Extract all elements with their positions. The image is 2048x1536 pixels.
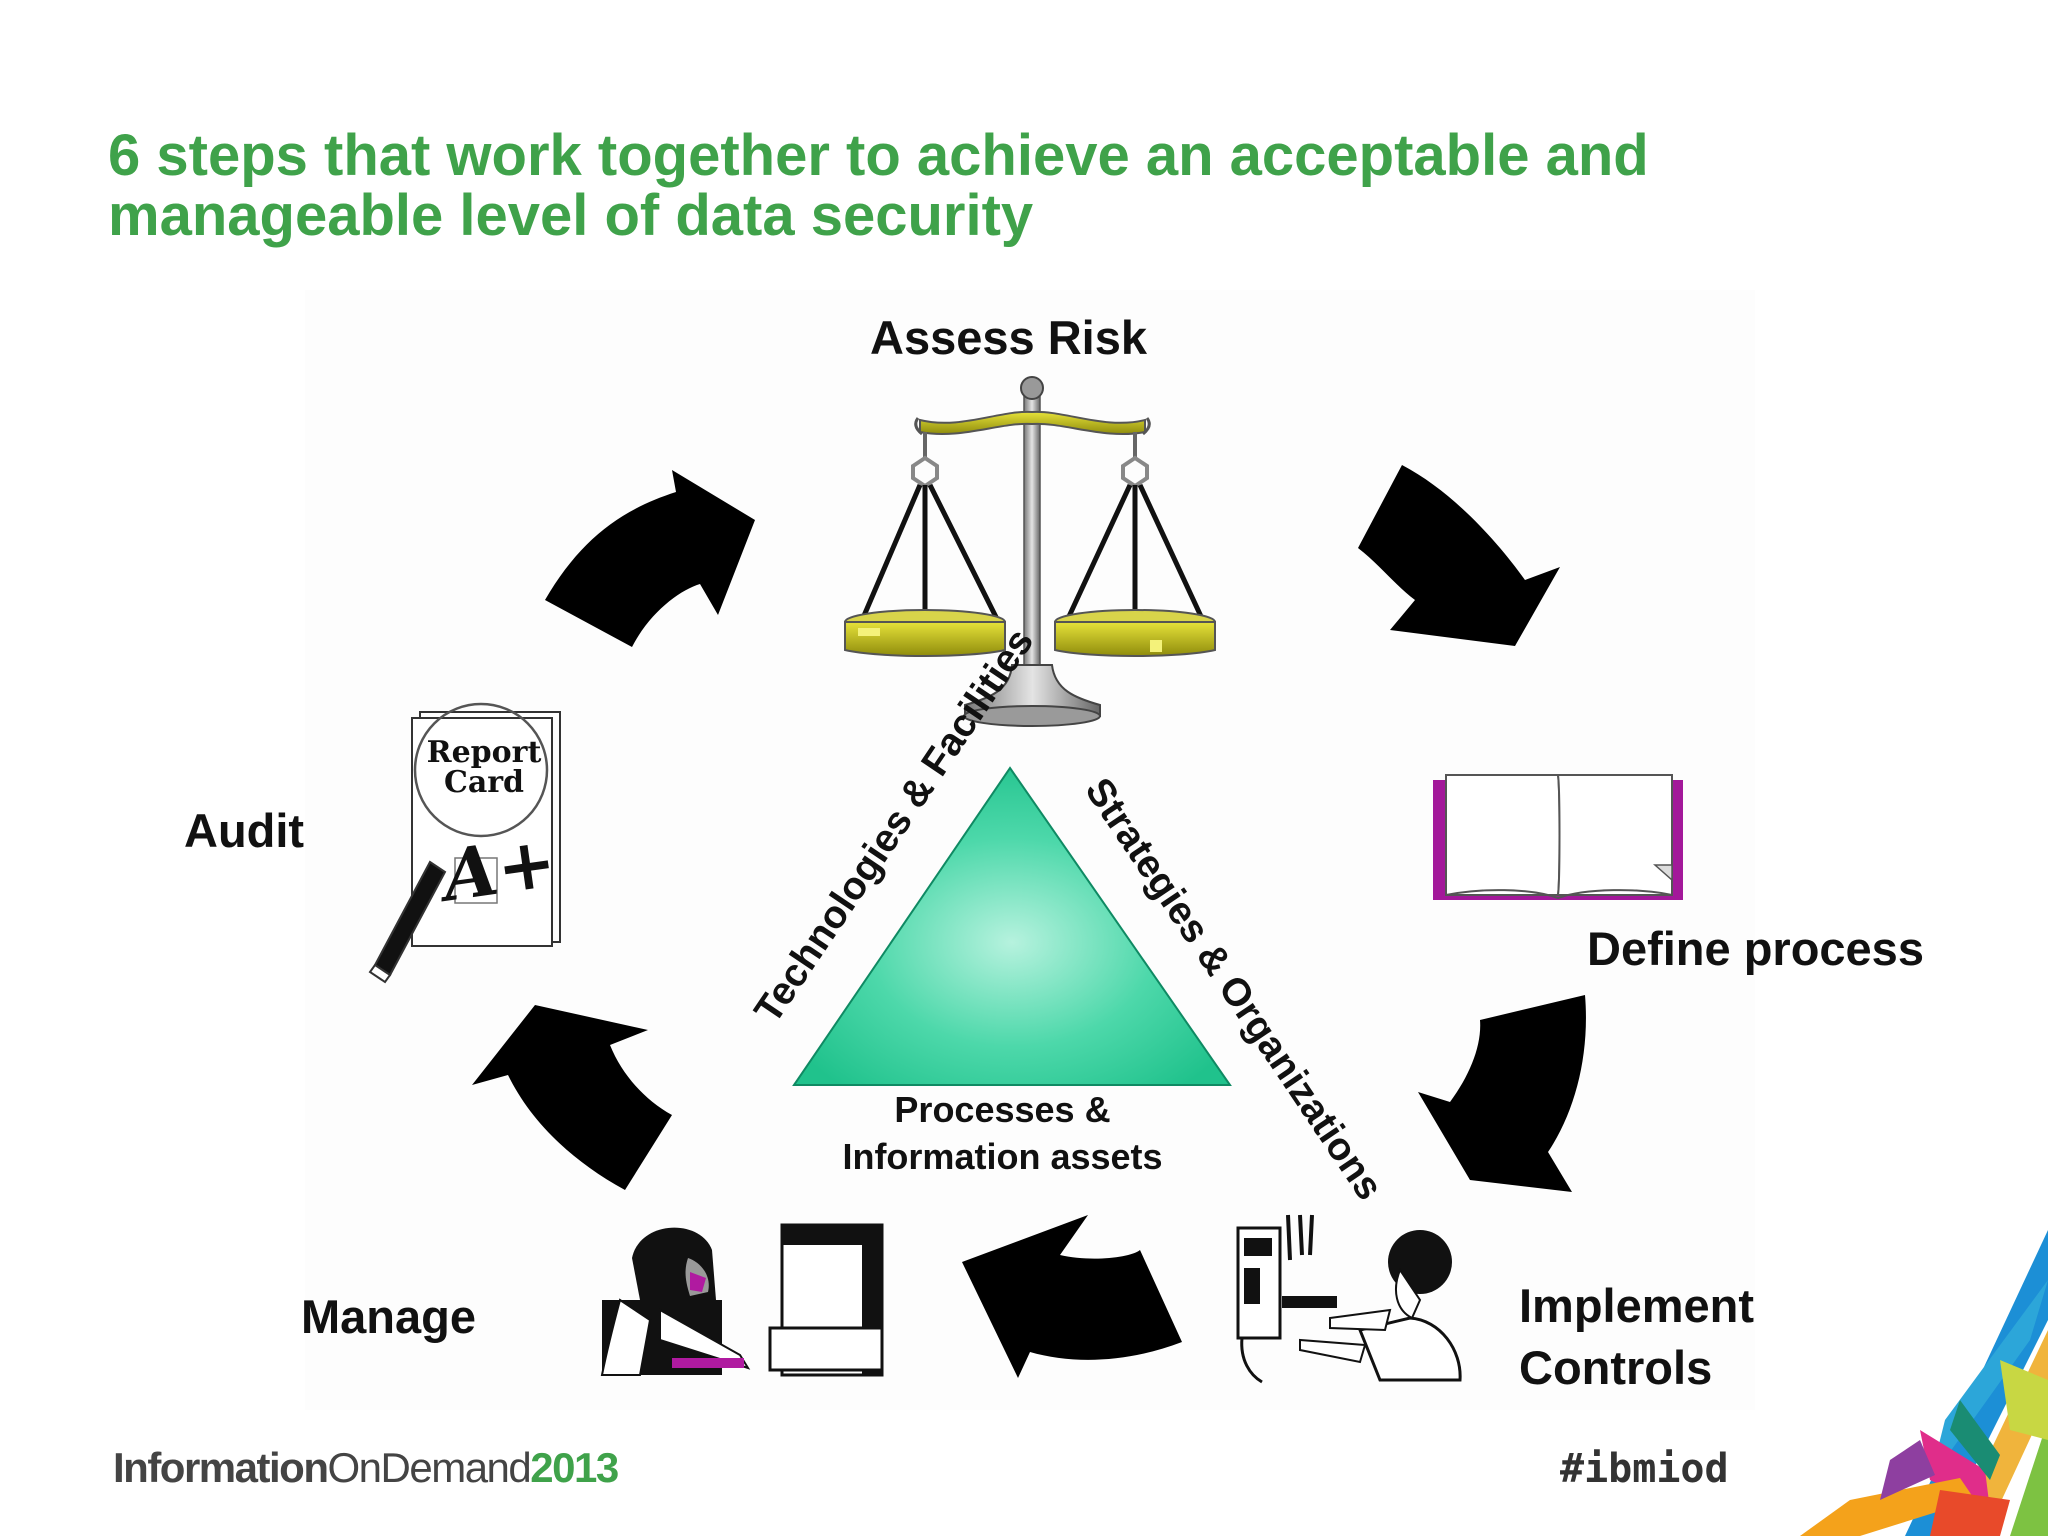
triangle-label-processes: Processes & Information assets	[800, 1086, 1205, 1180]
step-label-assess-risk: Assess Risk	[870, 311, 1147, 364]
brand-word-information: Information	[113, 1444, 329, 1491]
step-label-audit: Audit	[184, 804, 305, 857]
scales-icon	[844, 376, 1216, 727]
book-icon	[1433, 774, 1683, 900]
report-card-icon	[368, 702, 561, 984]
decorative-ribbons	[1800, 1230, 2048, 1536]
footer-brand-logo: InformationOnDemand2013	[113, 1444, 619, 1492]
step-label-manage: Manage	[301, 1290, 476, 1343]
arrow-audit-to-assess	[545, 470, 755, 647]
arrow-assess-to-define	[1358, 465, 1560, 646]
arrow-manage-to-audit	[472, 1005, 672, 1190]
triangle-label-processes-line-2: Information assets	[842, 1136, 1163, 1177]
central-triangle	[792, 766, 1232, 1086]
report-card-title: Report Card	[419, 738, 549, 798]
step-label-define-process: Define process	[1587, 922, 1924, 975]
step-label-implement-line-2: Controls	[1519, 1341, 1713, 1394]
slide-title: 6 steps that work together to achieve an…	[108, 126, 1908, 246]
step-label-implement-line-1: Implement	[1519, 1279, 1755, 1332]
triangle-label-processes-line-1: Processes &	[894, 1089, 1111, 1130]
person-at-computer-icon	[600, 1223, 884, 1377]
report-card-line-2: Card	[443, 765, 525, 800]
technician-icon	[1236, 1214, 1462, 1384]
slide-title-line-1: 6 steps that work together to achieve an…	[108, 123, 1649, 188]
arrow-implement-to-manage	[962, 1215, 1182, 1378]
brand-word-ondemand: OnDemand	[327, 1444, 531, 1491]
report-card-grade: A+	[437, 819, 562, 918]
footer-hashtag: #ibmiod	[1560, 1446, 1729, 1492]
report-card-line-1: Report	[426, 735, 542, 770]
brand-year: 2013	[530, 1444, 619, 1491]
step-label-implement-controls: Implement Controls	[1519, 1275, 1754, 1399]
slide-title-line-2: manageable level of data security	[108, 183, 1034, 248]
arrow-define-to-implement	[1418, 995, 1586, 1192]
